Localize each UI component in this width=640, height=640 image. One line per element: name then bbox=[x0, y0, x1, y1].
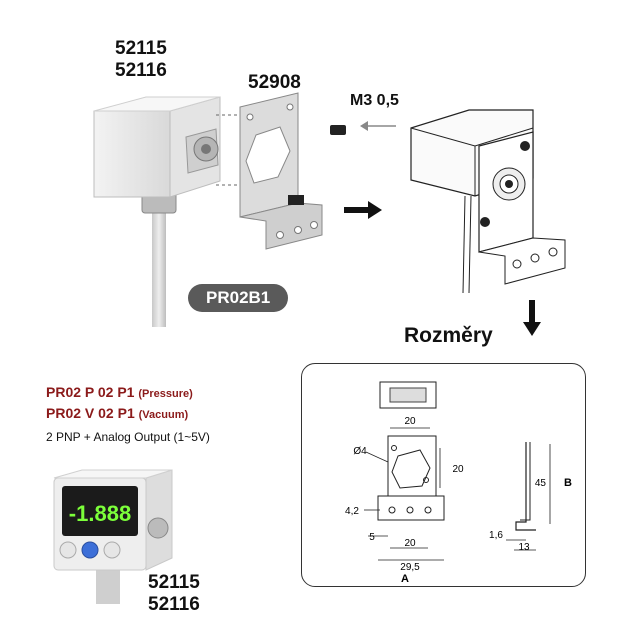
pn-52116: 52116 bbox=[115, 60, 167, 81]
model-codes: PR02 P 02 P1 (Pressure) PR02 V 02 P1 (Va… bbox=[46, 383, 193, 425]
dim-hole-diameter: Ø4 bbox=[353, 446, 367, 457]
pn-52115: 52115 bbox=[115, 38, 167, 59]
screw-pointer-arrow bbox=[360, 121, 396, 131]
view-label-a: A bbox=[401, 573, 409, 585]
sensor-pn-label-top: 52115 52116 bbox=[115, 38, 167, 82]
model-code-vacuum: PR02 V 02 P1 (Vacuum) bbox=[46, 405, 189, 421]
dim-20-bottom: 20 bbox=[404, 538, 416, 549]
dim-5: 5 bbox=[369, 532, 375, 543]
bracket-pn: 52908 bbox=[248, 72, 301, 93]
dimensions-heading: Rozměry bbox=[404, 324, 493, 347]
output-description: 2 PNP + Analog Output (1~5V) bbox=[46, 430, 210, 444]
dim-45: 45 bbox=[535, 478, 547, 489]
sensor-exploded-illustration bbox=[93, 92, 346, 327]
dimension-drawing-frame bbox=[301, 363, 586, 587]
sensor-display-illustration: -1.888 bbox=[53, 469, 173, 604]
dimensions-arrow-down bbox=[523, 300, 541, 336]
dim-width-top: 20 bbox=[404, 416, 416, 427]
assembled-sensor-illustration bbox=[410, 109, 566, 294]
dim-height-right: 20 bbox=[452, 464, 464, 475]
sensor-pn-label-bottom: 52115 52116 bbox=[148, 572, 200, 616]
dim-1-6: 1,6 bbox=[489, 530, 503, 541]
model-badge: PR02B1 bbox=[188, 284, 289, 312]
dim-13: 13 bbox=[518, 542, 530, 553]
dimension-drawing: 20 Ø4 20 4,2 5 20 29,5 A 45 B 1,6 13 bbox=[345, 381, 572, 585]
dim-29-5: 29,5 bbox=[400, 562, 420, 573]
assembly-arrow-right bbox=[344, 201, 382, 219]
model-code-pressure: PR02 P 02 P1 (Pressure) bbox=[46, 384, 193, 400]
dim-4-2: 4,2 bbox=[345, 506, 359, 517]
pn-52115-bottom: 52115 bbox=[148, 572, 200, 593]
pn-52116-bottom: 52116 bbox=[148, 594, 200, 615]
display-readout: -1.888 bbox=[69, 501, 131, 526]
screw-spec-label: M3 0,5 bbox=[350, 92, 399, 109]
view-label-b: B bbox=[564, 477, 572, 489]
